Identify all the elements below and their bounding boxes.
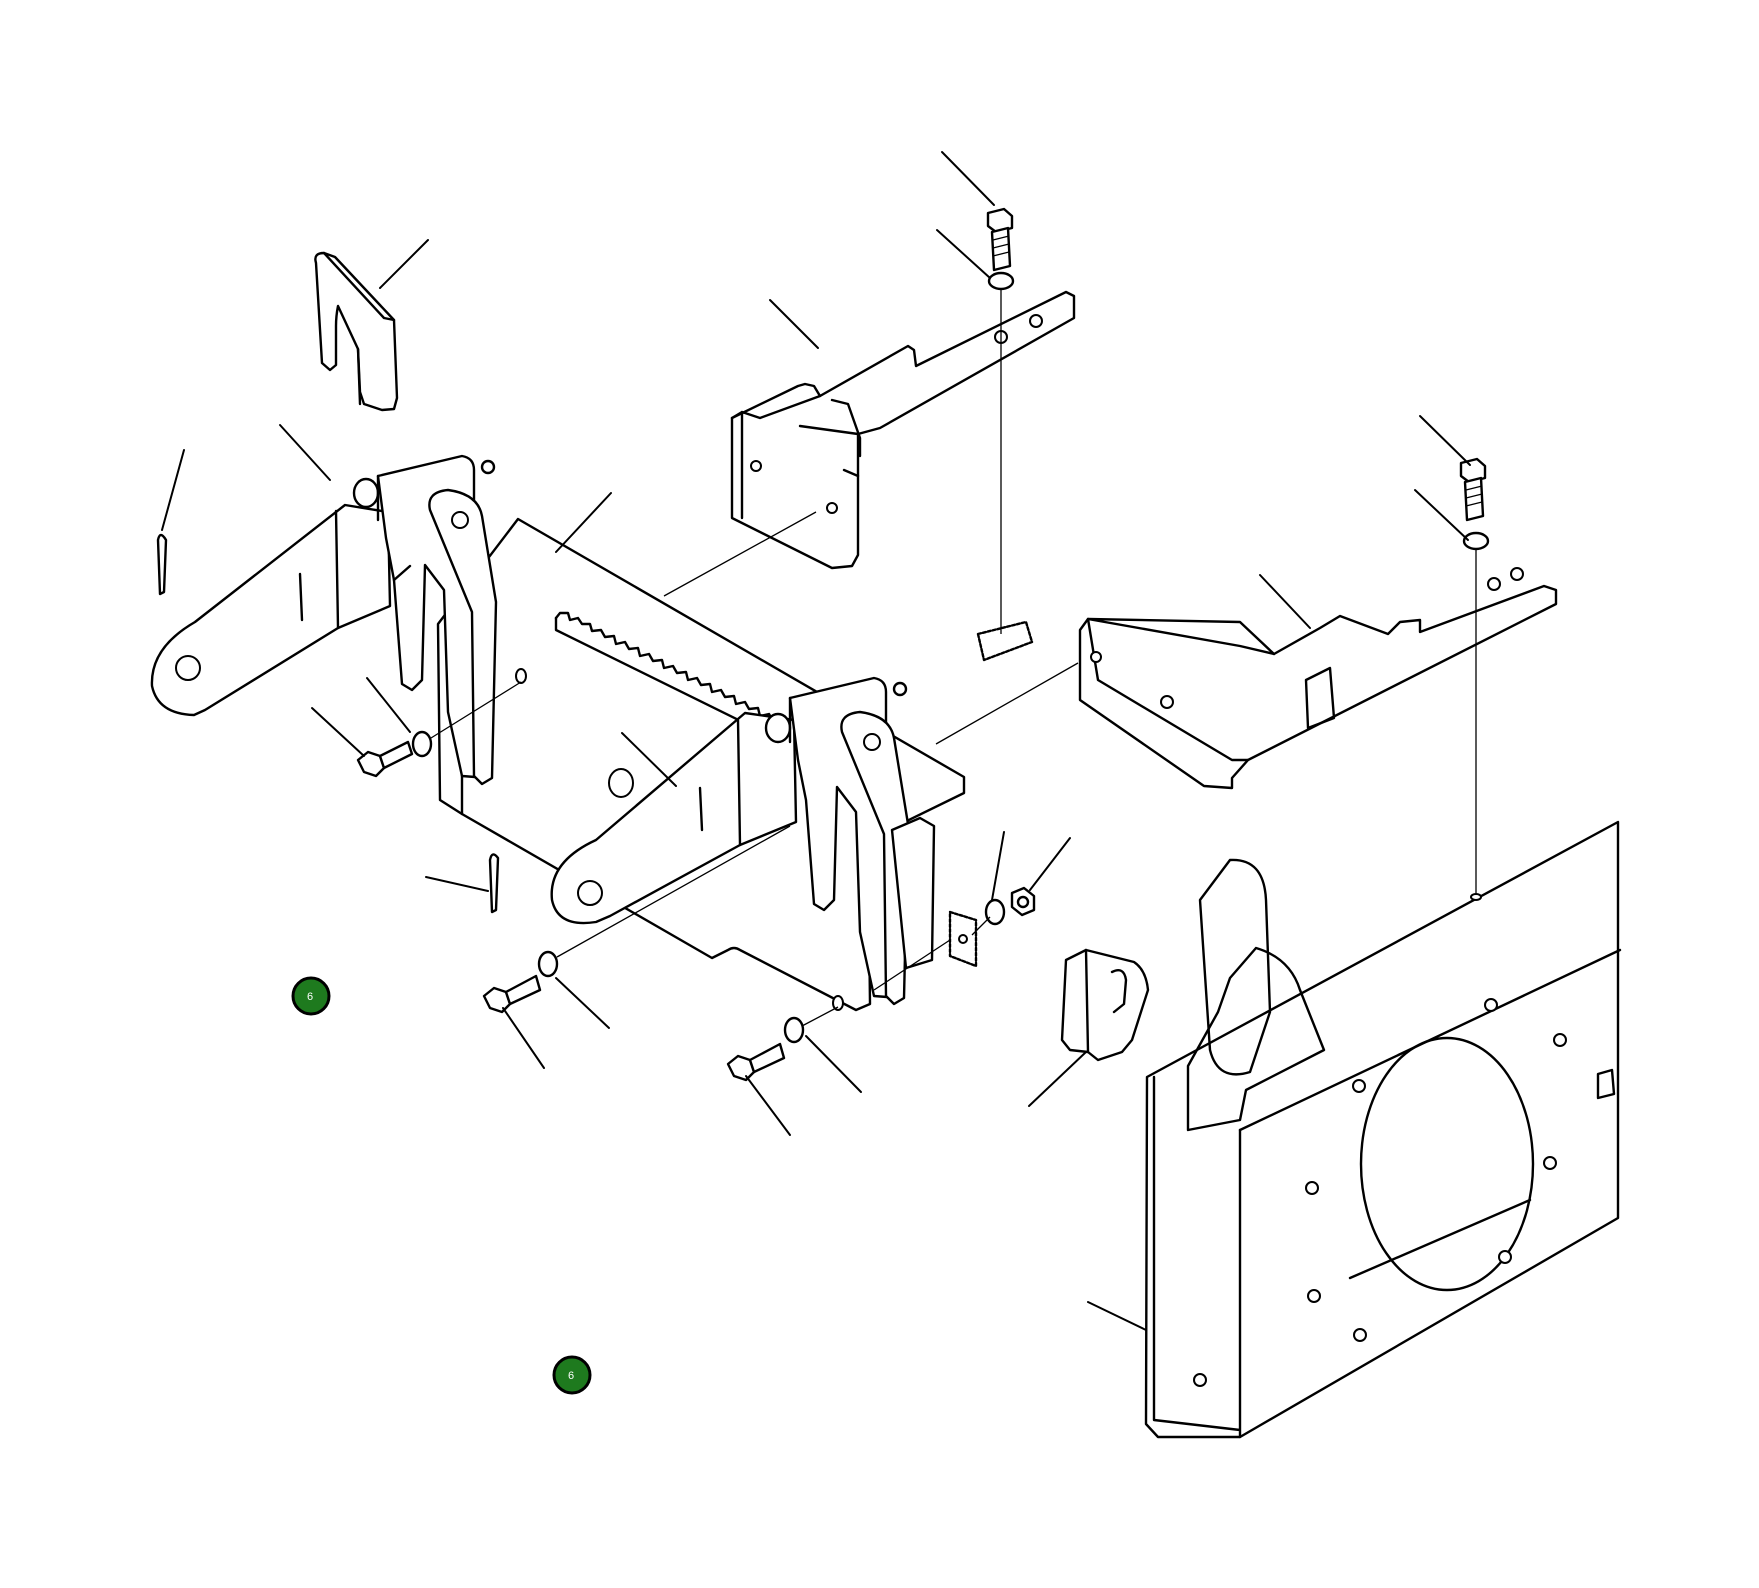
bolt-center-right [726, 1016, 805, 1082]
gasket-plates [948, 620, 1034, 968]
badge-circle [291, 976, 331, 1016]
frame [1144, 820, 1622, 1439]
bolt-top [986, 207, 1015, 291]
right-arm [550, 711, 798, 925]
callout-badge[interactable]: 6 [552, 1355, 592, 1395]
bolt-right [1459, 457, 1490, 551]
callout-badge[interactable]: 6 [291, 976, 331, 1016]
upper-bracket [730, 290, 1076, 570]
center-lines [430, 289, 1482, 1027]
badge-label: 6 [568, 1370, 574, 1382]
leader-lines [161, 151, 1471, 1331]
left-arm [150, 477, 392, 717]
bolt-left [356, 730, 433, 778]
hook-latch [314, 251, 399, 412]
lower-bracket [1078, 567, 1558, 790]
badge-label: 6 [307, 991, 313, 1003]
left-lever [376, 454, 498, 786]
nut-washer [984, 886, 1036, 926]
guide-block [1060, 948, 1150, 1062]
bolt-center-left [482, 950, 559, 1014]
right-lever [788, 676, 936, 1006]
badge-circle [552, 1355, 592, 1395]
cotter-pins [156, 533, 500, 914]
